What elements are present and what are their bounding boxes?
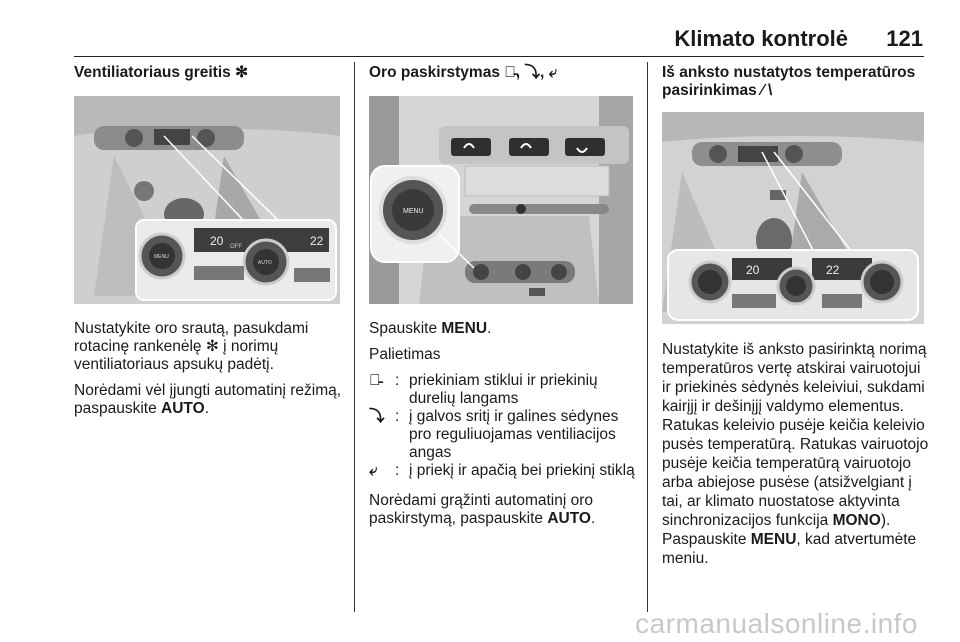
knob-label-menu: MENU (154, 254, 169, 260)
display-temp-right: 22 (310, 234, 324, 248)
knob-label-auto: AUTO (258, 260, 272, 266)
display-temp-right: 22 (826, 263, 840, 277)
column-fan-speed: Ventiliatoriaus greitis ✻ (74, 64, 342, 82)
menu-key: MENU (750, 531, 797, 548)
head-air-icon: ⤵ (524, 64, 541, 81)
auto-key: AUTO (161, 400, 205, 417)
column-divider-2 (647, 62, 648, 612)
temperature-heading: Iš anksto nustatytos temperatūros pasiri… (662, 64, 916, 99)
page-number: 121 (886, 26, 923, 51)
fan-icon: ✻ (205, 338, 219, 355)
temperature-para: Nustatykite iš anksto pasirinktą norimą … (662, 341, 929, 567)
air-distribution-list: ⤴̵ : priekiniam stiklui ir priekinių dur… (369, 372, 639, 480)
column-air-distribution-text: Spauskite MENU. Palietimas ⤴̵ : priekini… (369, 320, 639, 536)
photo-temperature-control: 20 22 (662, 112, 924, 324)
windscreen-air-icon: ⤴̵ (504, 64, 516, 81)
menu-key: MENU (441, 320, 488, 337)
mono-key: MONO (832, 512, 881, 529)
column-fan-speed-text: Nustatykite oro srautą, pasukdami rotaci… (74, 320, 346, 426)
touch-label: Palietimas (369, 346, 441, 363)
display-off-label: OFF (230, 244, 242, 250)
chapter-title: Klimato kontrolė (674, 26, 848, 51)
photo-air-distribution: MENU (369, 96, 633, 304)
column-temperature: Iš anksto nustatytos temperatūros pasiri… (662, 64, 924, 100)
press-menu-line: Spauskite MENU. (369, 320, 492, 337)
photo-fan-control: 20 22 OFF MENU AUTO (74, 96, 340, 304)
column-temperature-text: Nustatykite iš anksto pasirinktą norimą … (662, 340, 930, 576)
head-air-icon: ⤵ (369, 408, 385, 425)
knob-label-menu: MENU (403, 208, 424, 215)
fan-speed-para-2: Norėdami vėl įjungti automatinį režimą, … (74, 382, 342, 417)
header-divider (74, 56, 924, 57)
list-item: ⤶ : į priekį ir apačią bei priekinį stik… (369, 462, 635, 479)
windscreen-air-icon: ⤴̵ (369, 372, 381, 389)
temperature-knob-icon: ⁄ \ (761, 82, 773, 99)
display-temp-left: 20 (210, 234, 224, 248)
list-item: ⤵ : į galvos sritį ir galines sėdynes pr… (369, 408, 619, 461)
fan-speed-para-1: Nustatykite oro srautą, pasukdami rotaci… (74, 320, 309, 373)
air-distribution-outro: Norėdami grąžinti automatinį oro paskirs… (369, 492, 596, 527)
column-air-distribution: Oro paskirstymas ⤴̵, ⤵, ⤶ (369, 64, 639, 82)
foot-air-icon: ⤶ (548, 64, 558, 81)
column-divider-1 (354, 62, 355, 612)
auto-key: AUTO (547, 510, 591, 527)
watermark: carmanualsonline.info (635, 608, 918, 639)
fan-speed-heading: Ventiliatoriaus greitis ✻ (74, 64, 249, 81)
foot-air-icon: ⤶ (369, 462, 378, 479)
air-distribution-heading: Oro paskirstymas ⤴̵, ⤵, ⤶ (369, 64, 558, 81)
fan-icon: ✻ (235, 64, 249, 81)
display-temp-left: 20 (746, 263, 760, 277)
list-item: ⤴̵ : priekiniam stiklui ir priekinių dur… (369, 372, 598, 407)
